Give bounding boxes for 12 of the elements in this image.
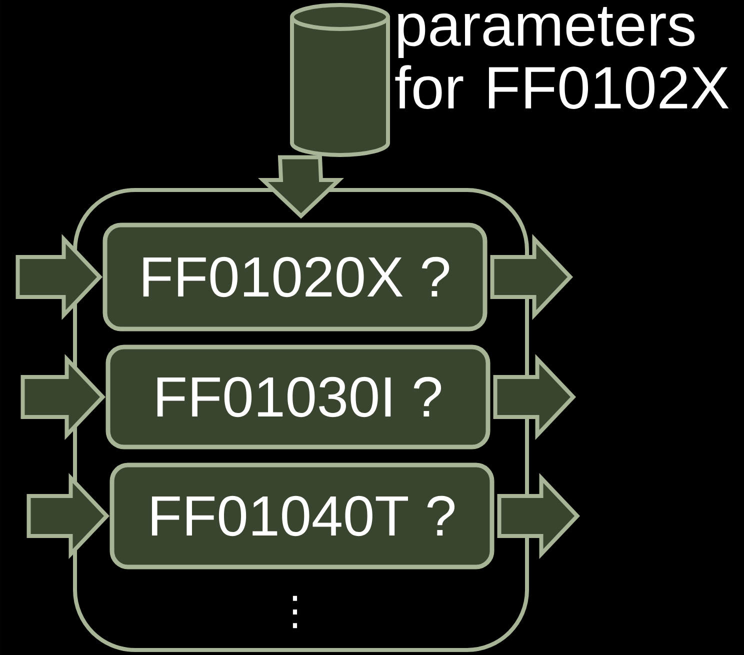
process-box: FF01040T ? <box>110 462 494 570</box>
block-arrow <box>493 354 576 440</box>
block-arrow <box>490 234 573 320</box>
block-arrow <box>20 354 106 440</box>
block-arrow <box>26 472 110 559</box>
process-box: FF01020X ? <box>102 222 488 332</box>
block-arrow <box>497 472 580 559</box>
block-arrow <box>258 155 344 219</box>
database-cylinder <box>290 3 390 157</box>
process-box: FF01030I ? <box>106 344 490 450</box>
cylinder-caption: parameters for FF0102X <box>395 7 729 109</box>
block-arrow <box>16 234 103 320</box>
